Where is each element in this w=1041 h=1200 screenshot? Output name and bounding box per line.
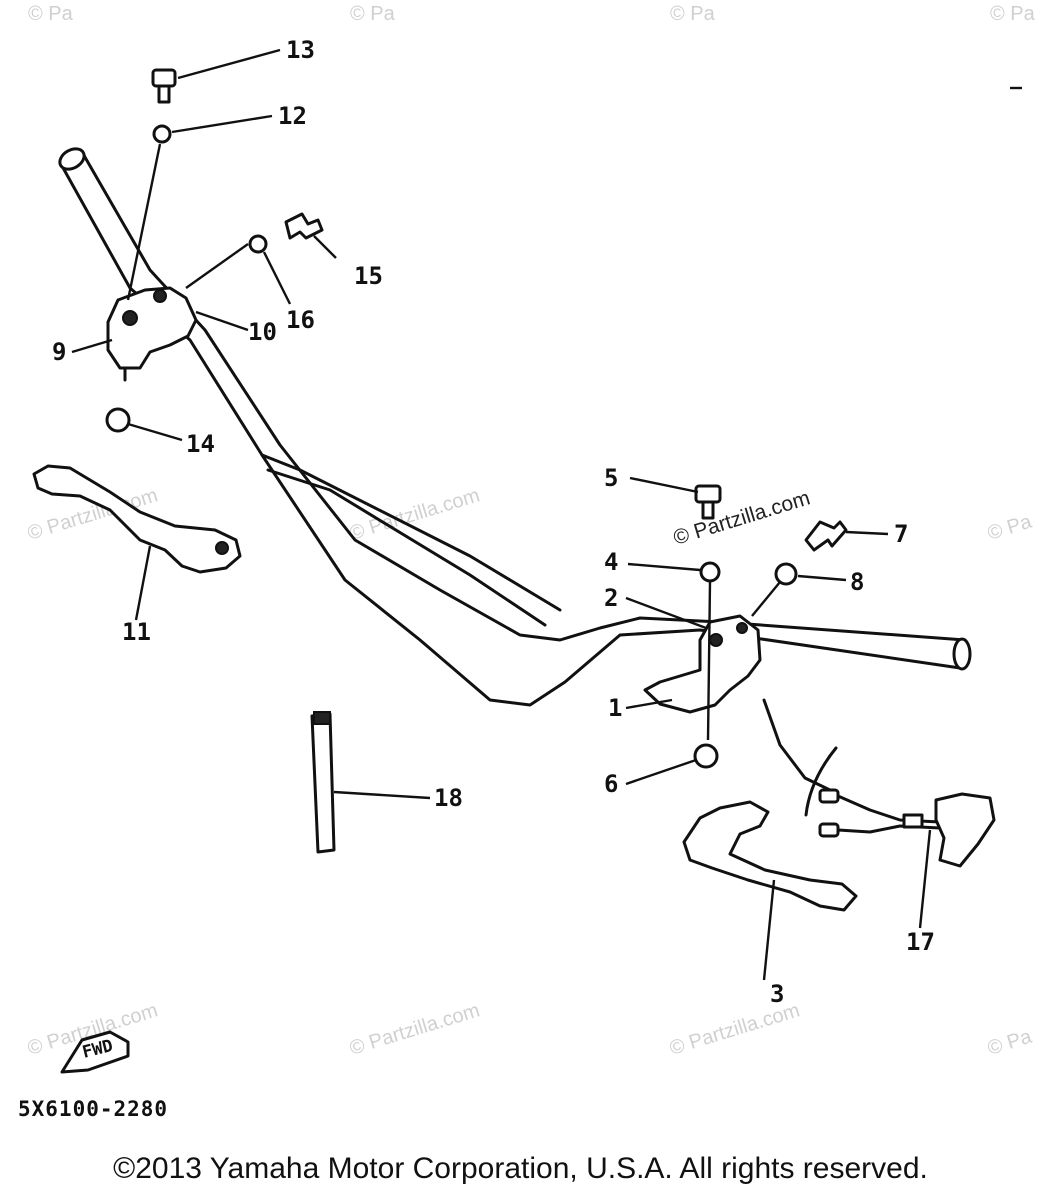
callout-labels: 13 12 15 16 10 9 14 11 5 7 4 8 2 1 6 18 … <box>52 36 935 1008</box>
watermark-bottom-right: © Partzilla.com <box>667 999 802 1059</box>
callout-9: 9 <box>52 338 66 366</box>
left-clamp <box>106 286 198 382</box>
handlebar <box>58 147 972 707</box>
callout-15: 15 <box>354 262 383 290</box>
callout-1: 1 <box>608 694 622 722</box>
hardware <box>105 68 848 769</box>
callout-2: 2 <box>604 584 618 612</box>
callout-8: 8 <box>850 568 864 596</box>
bolt-5 <box>694 484 722 504</box>
left-lever <box>32 464 242 574</box>
nut-12 <box>152 124 172 144</box>
forward-arrow: FWD <box>60 1030 130 1074</box>
watermark-bottom-edge: © Pa <box>985 1025 1035 1059</box>
callout-10: 10 <box>248 318 277 346</box>
callout-12: 12 <box>278 102 307 130</box>
callout-6: 6 <box>604 770 618 798</box>
callout-7: 7 <box>894 520 908 548</box>
watermark-top-left: © Pa <box>28 3 74 25</box>
right-clamp <box>643 614 762 714</box>
cable-tie <box>310 711 336 854</box>
nut-8 <box>774 562 798 586</box>
callout-11: 11 <box>122 618 151 646</box>
nut-16 <box>248 234 268 254</box>
watermark-top-right: © Pa <box>670 3 716 25</box>
watermark-mid-right: © Pa <box>985 510 1035 544</box>
clamp-bolt-hole <box>122 310 138 326</box>
watermark-top-edge: © Pa <box>990 3 1036 25</box>
callout-17: 17 <box>906 928 935 956</box>
callout-16: 16 <box>286 306 315 334</box>
watermark-top-mid: © Pa <box>350 3 396 25</box>
callout-18: 18 <box>434 784 463 812</box>
bolt-7 <box>804 520 848 552</box>
nut-4 <box>699 561 721 583</box>
bolt-15 <box>284 212 324 240</box>
nut-14 <box>105 407 131 433</box>
watermark-mid-center: © Partzilla.com <box>347 484 482 544</box>
nut-6 <box>693 743 719 769</box>
watermark-bottom-center: © Partzilla.com <box>347 999 482 1059</box>
diagram-code: 5X6100-2280 <box>18 1097 168 1121</box>
callout-14: 14 <box>186 430 215 458</box>
copyright-notice: ©2013 Yamaha Motor Corporation, U.S.A. A… <box>113 1152 928 1185</box>
callout-3: 3 <box>770 980 784 1008</box>
leader-lines <box>71 48 932 981</box>
watermark-main: © Partzilla.com <box>671 486 813 549</box>
switch-assembly <box>762 698 996 868</box>
right-lever <box>682 800 858 912</box>
callout-4: 4 <box>604 548 618 576</box>
bolt-13 <box>151 68 177 88</box>
callout-13: 13 <box>286 36 315 64</box>
callout-5: 5 <box>604 464 618 492</box>
